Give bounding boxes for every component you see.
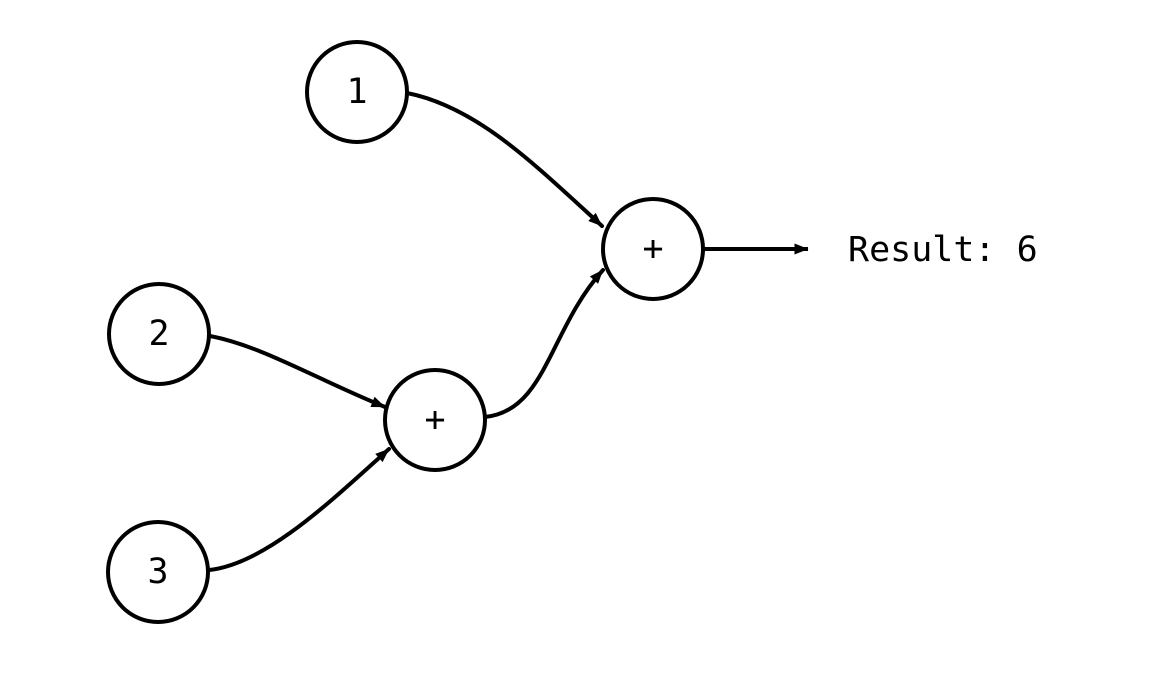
node-label-add-inner: +	[424, 400, 445, 440]
node-circle-input-1	[305, 40, 409, 144]
node-label-input-3: 3	[147, 552, 168, 592]
node-label-add-outer: +	[642, 229, 663, 269]
node-input-2: 2	[107, 282, 211, 386]
edge-input-3-to-add-inner	[207, 447, 391, 572]
node-label-input-1: 1	[346, 72, 367, 112]
node-input-1: 1	[305, 40, 409, 144]
result-label: Result: 6	[848, 230, 1038, 270]
node-add-inner: +	[383, 368, 487, 472]
edges-layer	[207, 91, 605, 572]
node-circle-add-outer	[601, 197, 705, 301]
edge-add-inner-to-add-outer	[483, 268, 605, 419]
nodes-layer: 1 2 3 + +	[106, 40, 705, 624]
result-layer: Result: 6	[704, 230, 1038, 270]
node-add-outer: +	[601, 197, 705, 301]
node-circle-input-3	[106, 520, 210, 624]
node-circle-input-2	[107, 282, 211, 386]
node-label-input-2: 2	[148, 314, 169, 354]
edge-input-2-to-add-inner	[208, 334, 387, 409]
node-input-3: 3	[106, 520, 210, 624]
node-circle-add-inner	[383, 368, 487, 472]
edge-input-1-to-add-outer	[405, 91, 604, 228]
